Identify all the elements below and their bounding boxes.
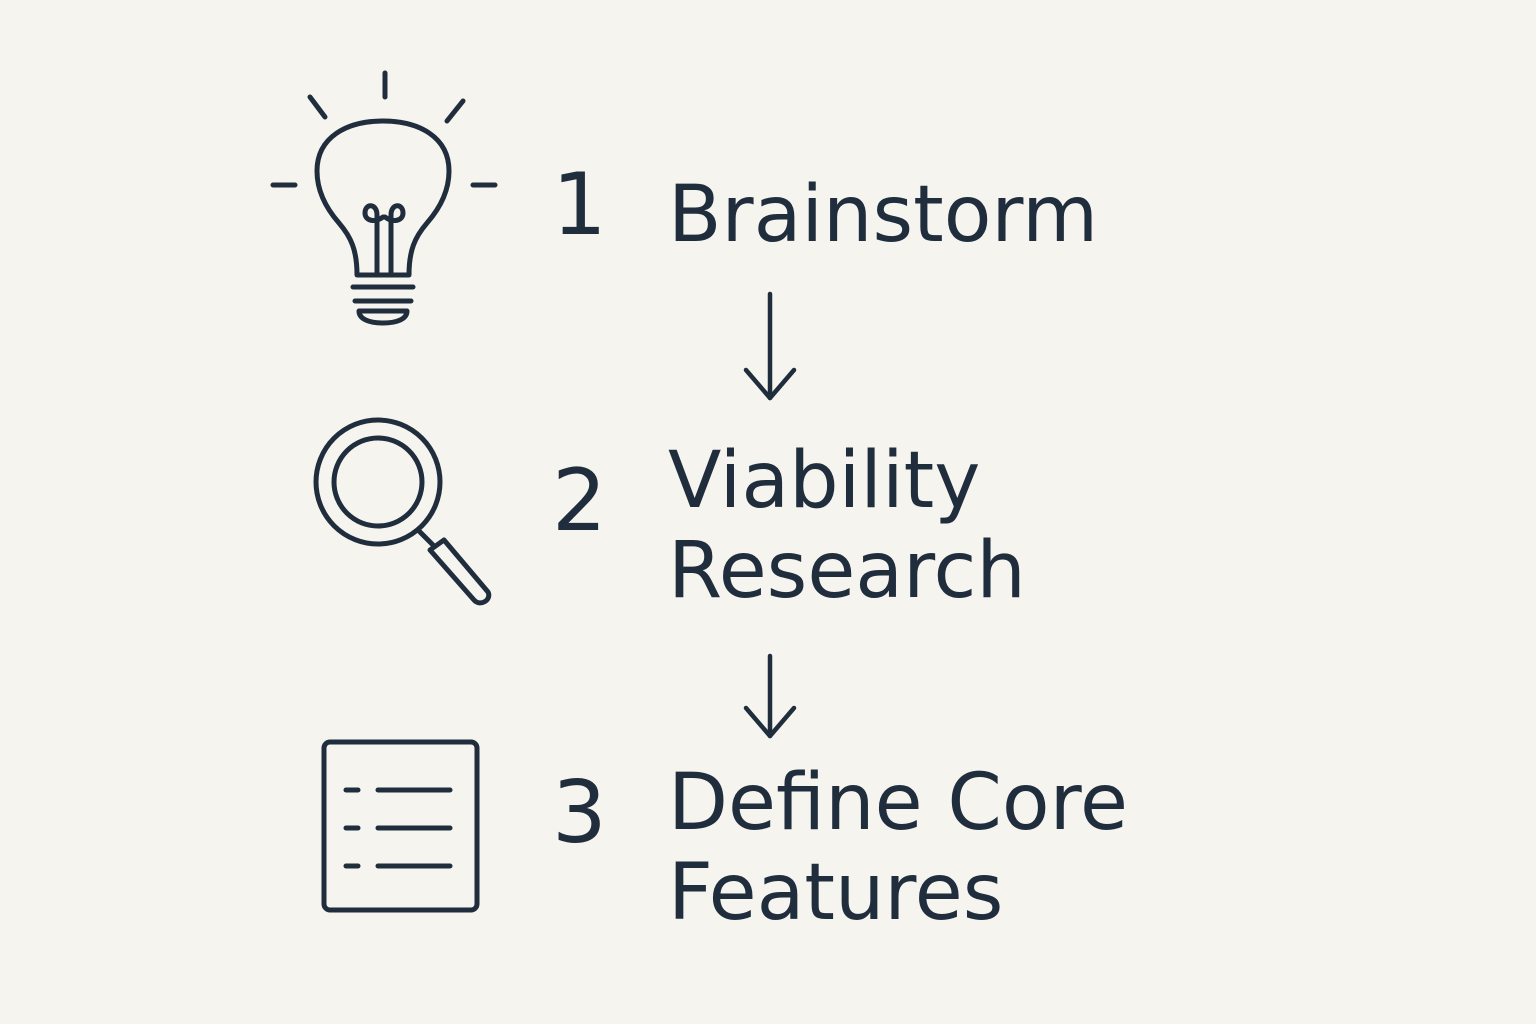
step-2-label: Viability Research bbox=[668, 436, 1026, 616]
step-1-label: Brainstorm bbox=[668, 170, 1098, 260]
step-2-label-line-1: Viability bbox=[668, 436, 981, 526]
checklist-document-icon bbox=[318, 736, 483, 916]
step-3-label-line-1: Define Core bbox=[668, 758, 1128, 848]
magnifying-glass-icon bbox=[310, 410, 500, 615]
step-1-number: 1 bbox=[552, 155, 607, 255]
step-3-label: Define Core Features bbox=[668, 758, 1128, 938]
step-1-label-line-1: Brainstorm bbox=[668, 170, 1099, 260]
step-2-label-line-2: Research bbox=[668, 526, 1026, 616]
arrow-down-icon bbox=[740, 652, 800, 742]
step-2-number: 2 bbox=[552, 451, 607, 551]
lightbulb-icon bbox=[265, 65, 505, 330]
step-3-label-line-2: Features bbox=[668, 848, 1004, 938]
arrow-down-icon bbox=[740, 290, 800, 405]
step-3-number: 3 bbox=[552, 763, 607, 863]
